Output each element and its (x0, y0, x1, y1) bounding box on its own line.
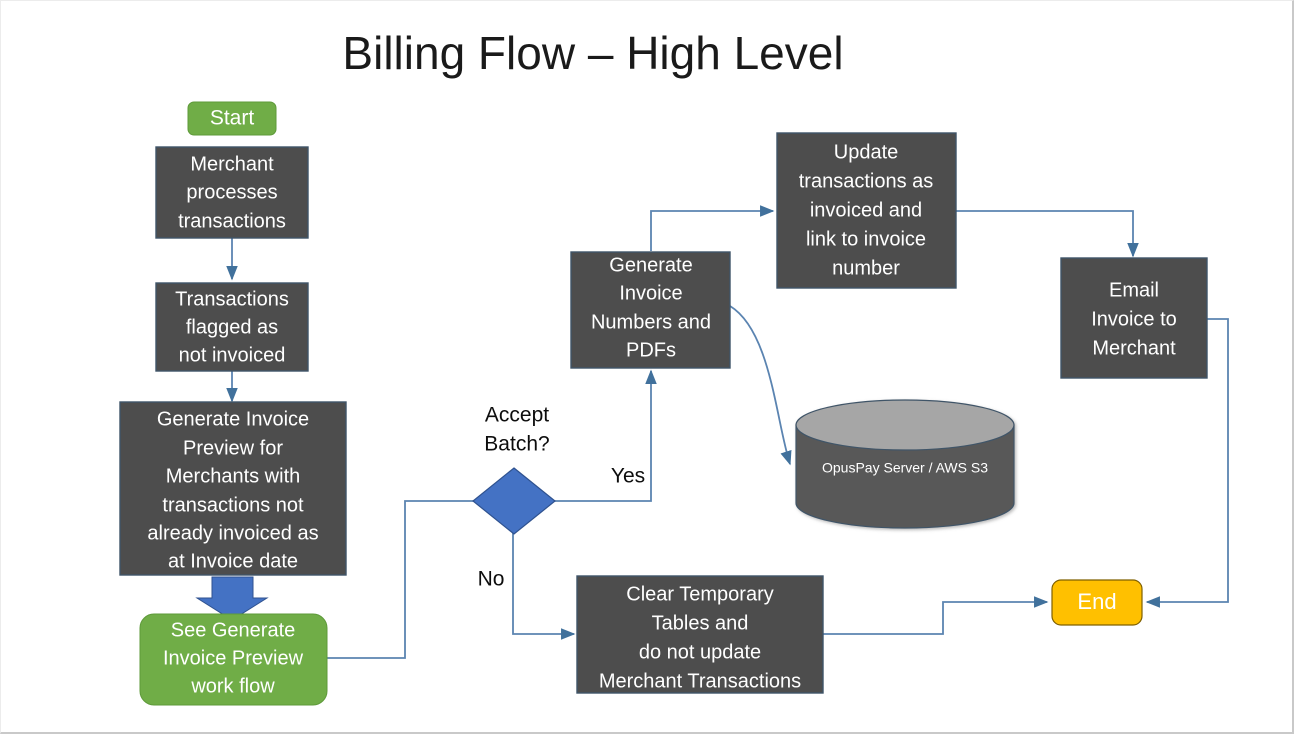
node-merchant-processes[interactable]: Merchant processes transactions (155, 146, 309, 239)
generate-preview-line-5: already invoiced as (147, 522, 318, 544)
start-shape (187, 101, 277, 136)
connector-decision-yes (552, 369, 657, 502)
merchant-processes-line-2: processes (186, 181, 277, 203)
see-preview-workflow-shape (139, 613, 328, 706)
see-preview-workflow-line-3: work flow (190, 675, 275, 697)
accept-batch-label-line-2: Batch? (484, 433, 549, 456)
node-storage-cylinder[interactable]: OpusPay Server / AWS S3 (795, 399, 1015, 529)
node-clear-temp-tables[interactable]: Clear Temporary Tables and do not update… (576, 575, 824, 694)
generate-preview-line-3: Merchants with (166, 465, 301, 487)
end-label: End (1077, 589, 1116, 614)
connector-workflow-to-decision (327, 495, 495, 659)
generate-preview-line-2: Preview for (183, 437, 283, 459)
transactions-flagged-line-3: not invoiced (179, 344, 286, 366)
see-preview-workflow-line-2: Invoice Preview (163, 647, 304, 669)
transactions-flagged-line-1: Transactions (175, 288, 289, 310)
cylinder-body (795, 424, 1015, 529)
email-invoice-line-3: Merchant (1092, 337, 1176, 359)
edge-label-yes: Yes (611, 465, 645, 488)
generate-invoice-numbers-shape (570, 251, 731, 369)
connector-generate-to-storage (729, 305, 792, 466)
node-email-invoice[interactable]: Email Invoice to Merchant (1060, 257, 1208, 379)
clear-temp-tables-line-3: do not update (639, 641, 761, 663)
end-shape (1051, 579, 1143, 626)
connector-cleartemp-to-end (823, 596, 1049, 635)
clear-temp-tables-line-2: Tables and (652, 612, 749, 634)
email-invoice-line-1: Email (1109, 279, 1159, 301)
merchant-processes-line-1: Merchant (190, 153, 274, 175)
clear-temp-tables-line-4: Merchant Transactions (599, 670, 801, 692)
clear-temp-tables-line-1: Clear Temporary (626, 583, 773, 605)
cylinder-top (795, 399, 1015, 451)
node-generate-invoice-numbers[interactable]: Generate Invoice Numbers and PDFs (570, 251, 731, 369)
connector-generate-to-update (650, 205, 775, 251)
node-start[interactable]: Start (187, 101, 277, 136)
node-see-preview-workflow[interactable]: See Generate Invoice Preview work flow (139, 613, 328, 706)
email-invoice-line-2: Invoice to (1091, 308, 1177, 330)
see-preview-workflow-line-1: See Generate (171, 619, 296, 641)
update-transactions-line-2: transactions as (799, 170, 934, 192)
generate-preview-shape (119, 401, 347, 576)
down-arrow-icon (195, 576, 269, 621)
edge-label-no: No (478, 568, 505, 591)
update-transactions-line-5: number (832, 257, 900, 279)
generate-preview-line-4: transactions not (162, 494, 304, 516)
storage-label: OpusPay Server / AWS S3 (822, 460, 988, 476)
update-transactions-line-4: link to invoice (806, 228, 926, 250)
node-generate-preview[interactable]: Generate Invoice Preview for Merchants w… (119, 401, 347, 576)
node-end[interactable]: End (1051, 579, 1143, 626)
start-label: Start (210, 107, 255, 130)
update-transactions-line-1: Update (834, 141, 899, 163)
connector-email-to-end (1145, 318, 1229, 608)
node-update-transactions[interactable]: Update transactions as invoiced and link… (776, 132, 957, 289)
accept-batch-diamond-shape (472, 467, 556, 535)
connector-update-to-email (956, 210, 1139, 258)
generate-preview-line-1: Generate Invoice (157, 408, 309, 430)
generate-preview-line-6: at Invoice date (168, 550, 298, 572)
merchant-processes-line-3: transactions (178, 210, 286, 232)
email-invoice-shape (1060, 257, 1208, 379)
generate-invoice-numbers-line-2: Invoice (619, 282, 682, 304)
generate-invoice-numbers-line-4: PDFs (626, 339, 676, 361)
generate-invoice-numbers-line-3: Numbers and (591, 311, 711, 333)
update-transactions-shape (776, 132, 957, 289)
transactions-flagged-shape (155, 282, 309, 372)
node-transactions-flagged[interactable]: Transactions flagged as not invoiced (155, 282, 309, 372)
clear-temp-tables-shape (576, 575, 824, 694)
accept-batch-label-line-1: Accept (485, 404, 549, 427)
node-accept-batch-decision[interactable]: Accept Batch? (472, 404, 556, 535)
connector-layer (226, 205, 1229, 659)
connector-decision-no (512, 533, 576, 640)
update-transactions-line-3: invoiced and (810, 199, 922, 221)
merchant-processes-shape (155, 146, 309, 239)
page-title: Billing Flow – High Level (342, 27, 843, 79)
transactions-flagged-line-2: flagged as (186, 316, 278, 338)
generate-invoice-numbers-line-1: Generate (609, 254, 692, 276)
